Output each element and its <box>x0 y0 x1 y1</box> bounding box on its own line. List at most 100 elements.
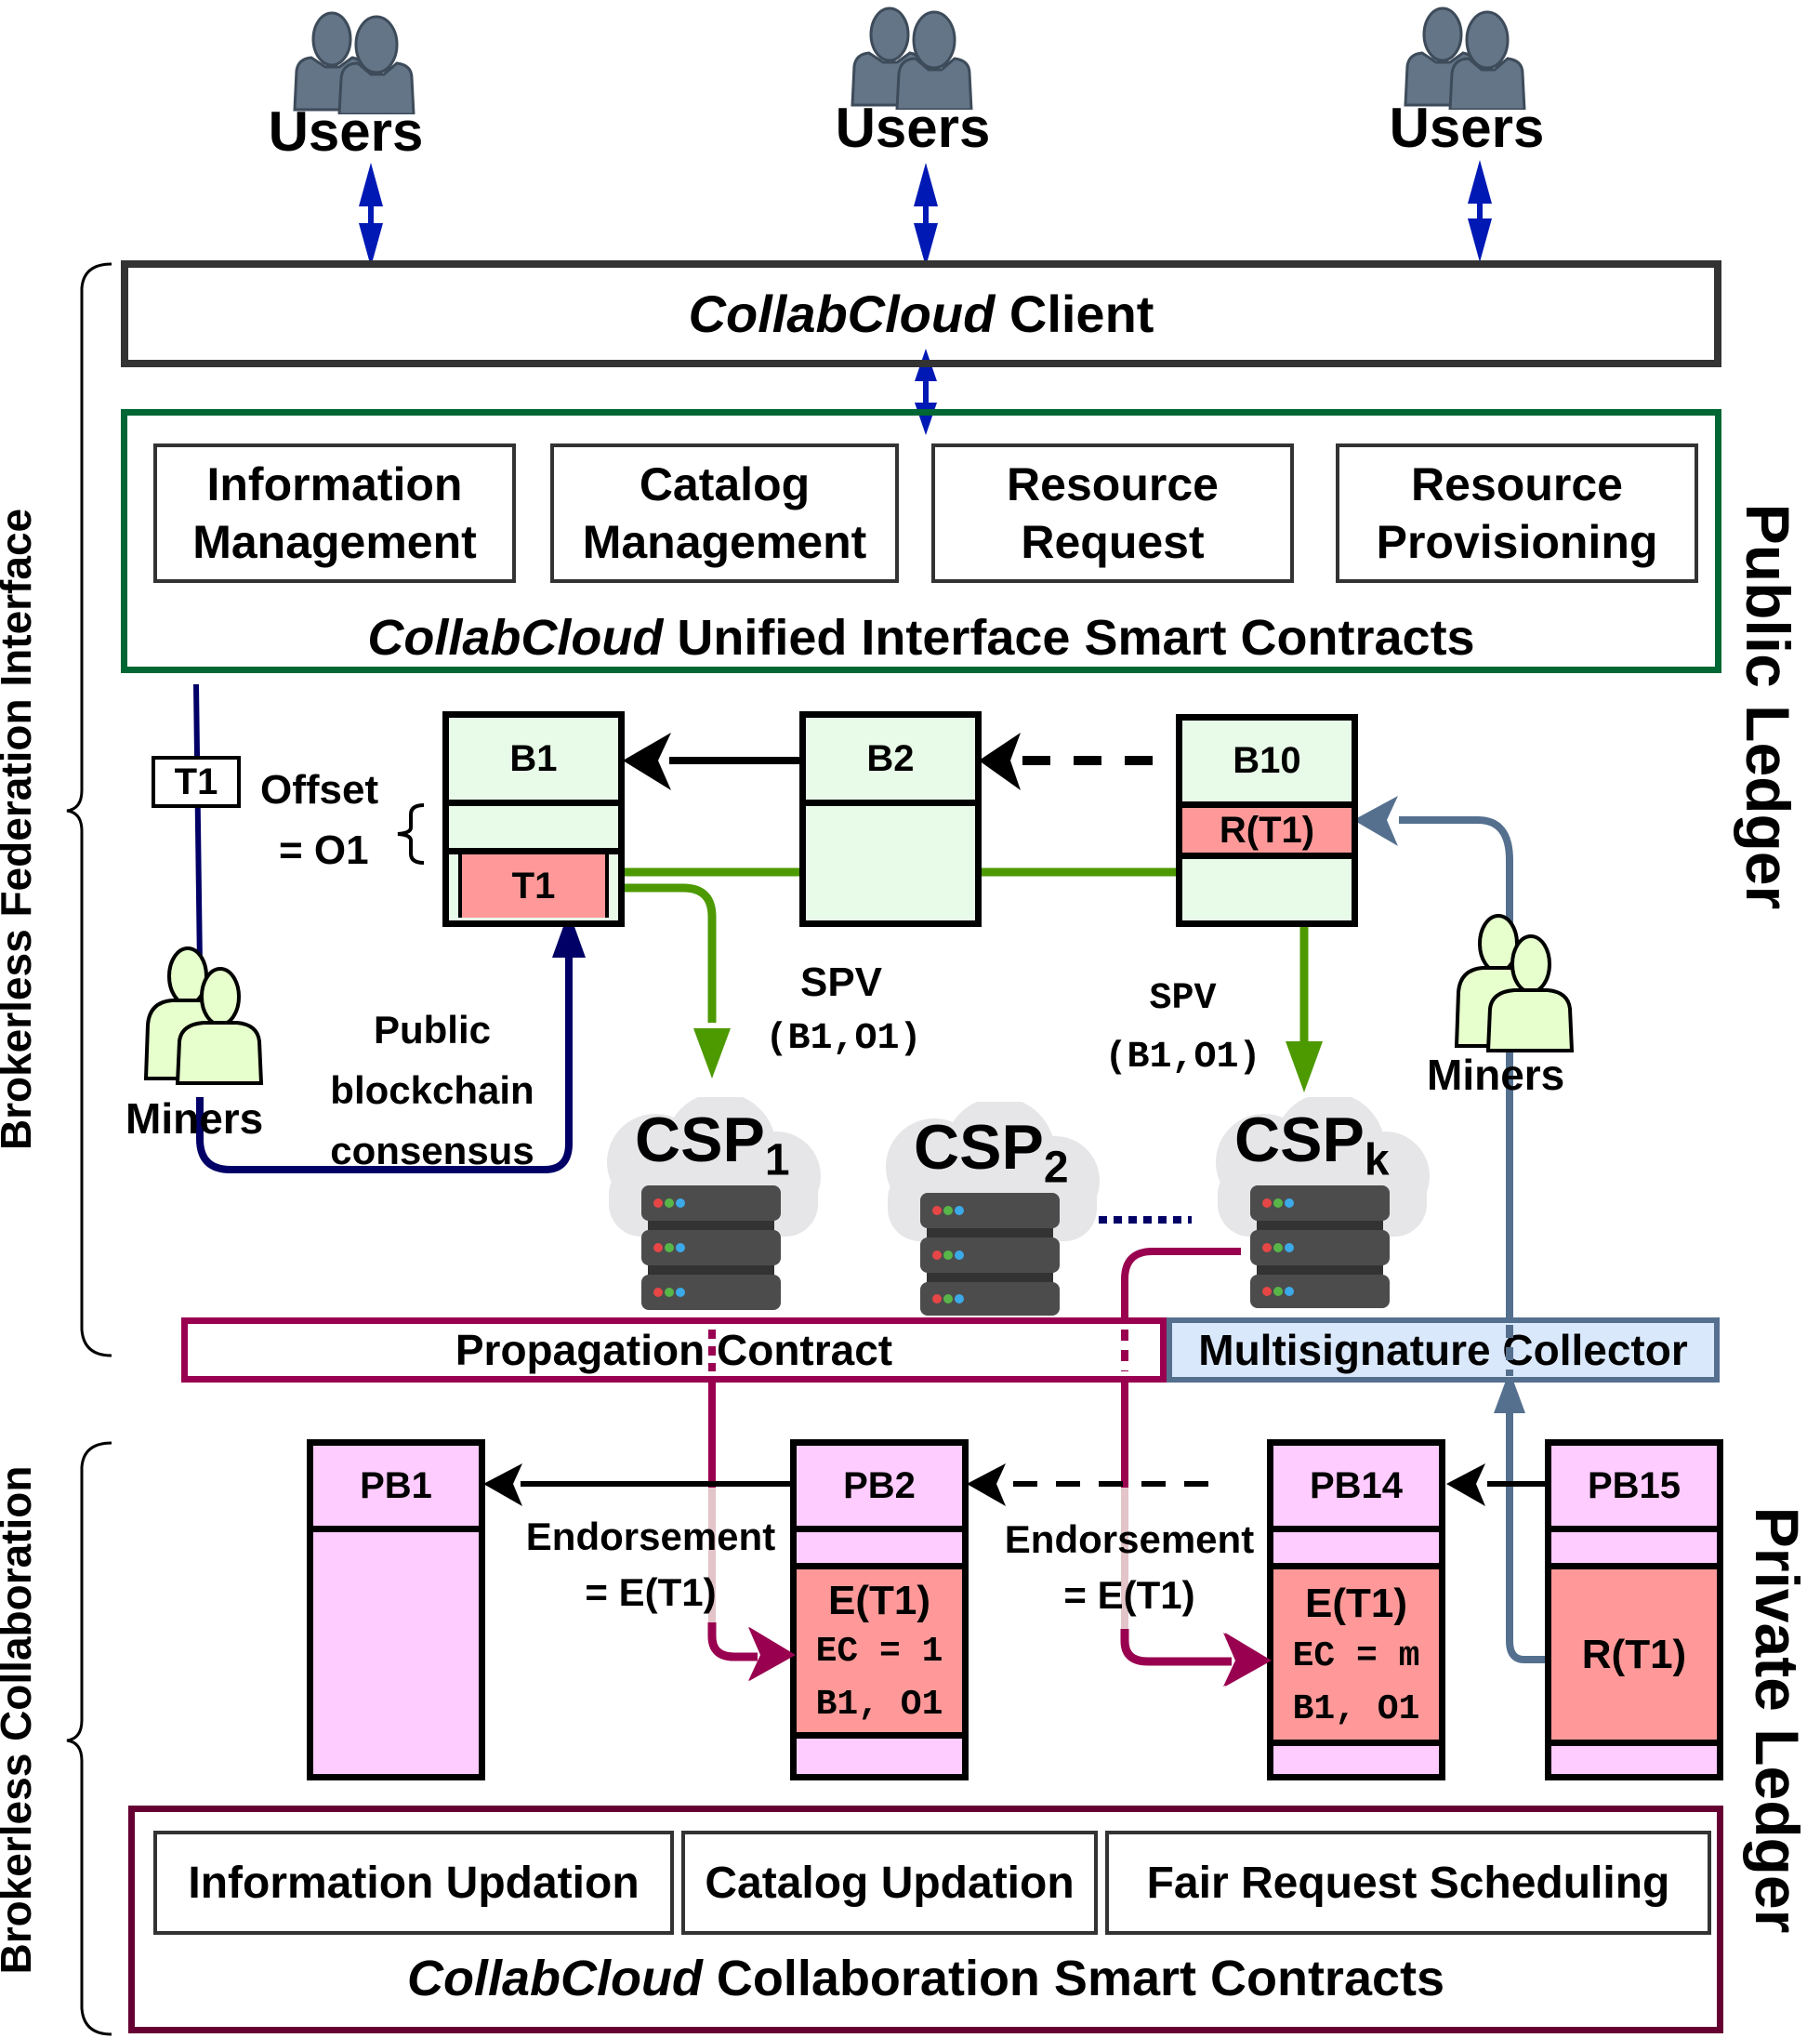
consensus-label: Public blockchain consensus <box>316 999 548 1181</box>
miners-label-right: Miners <box>1427 1051 1565 1099</box>
offset-value: = O1 <box>279 830 369 871</box>
csp-base: CSP <box>635 1105 765 1175</box>
block-header: B10 <box>1182 721 1352 808</box>
private-block-pb15[interactable]: PB15 R(T1) <box>1545 1439 1723 1780</box>
title-italic: CollabCloud <box>367 610 664 666</box>
miners-label-left: Miners <box>125 1094 264 1143</box>
cloud-server-icon <box>607 1097 821 1310</box>
unified-contracts-title: CollabCloud Unified Interface Smart Cont… <box>127 613 1715 663</box>
module-line1: Information <box>206 457 463 510</box>
miners-icon <box>143 946 264 1085</box>
block-tx-t1[interactable]: T1 <box>458 854 609 918</box>
module-line1: Resource <box>1411 457 1623 510</box>
user-arrow-1 <box>359 163 383 267</box>
block-body <box>449 806 618 854</box>
private-block-pb14[interactable]: PB14 E(T1) EC = m B1, O1 <box>1267 1439 1445 1780</box>
csp-label: CSP2 <box>914 1116 1069 1191</box>
module-resource-provisioning[interactable]: Resource Provisioning <box>1336 443 1698 583</box>
block-header: PB14 <box>1273 1446 1439 1532</box>
user-arrow-2 <box>914 163 938 267</box>
pb14-to-pb2-arrow <box>967 1463 1227 1506</box>
b10-to-b2-arrow <box>979 733 1176 790</box>
multisignature-collector[interactable]: Multisignature Collector <box>1167 1317 1720 1383</box>
federation-brace <box>66 262 112 1357</box>
consensus-line: Public <box>373 1008 492 1052</box>
title-rest: Collaboration Smart Contracts <box>702 1951 1445 2006</box>
consensus-path <box>193 683 586 1173</box>
spv-args-1: (B1,O1) <box>765 1018 922 1060</box>
multisig-return-path <box>1353 796 1545 1663</box>
users-label: Users <box>1389 97 1545 159</box>
consensus-line: blockchain <box>330 1068 534 1113</box>
csp-label: CSPk <box>1234 1108 1390 1184</box>
cloud-server-icon <box>886 1102 1100 1316</box>
user-arrow-3 <box>1468 160 1492 262</box>
private-block-pb2[interactable]: PB2 E(T1) EC = 1 B1, O1 <box>790 1439 969 1780</box>
module-information-updation[interactable]: Information Updation <box>153 1831 674 1935</box>
entry-title: E(T1) <box>1305 1580 1407 1626</box>
module-catalog-management[interactable]: Catalog Management <box>550 443 899 583</box>
private-block-pb1[interactable]: PB1 <box>307 1439 485 1780</box>
title-rest: Unified Interface Smart Contracts <box>663 610 1475 666</box>
cloud-server-icon <box>1216 1097 1430 1308</box>
endorsement-label-1: Endorsement <box>525 1515 776 1558</box>
block-offset-ref: B1, O1 <box>815 1684 943 1725</box>
block-body <box>1273 1532 1439 1569</box>
module-resource-request[interactable]: Resource Request <box>931 443 1294 583</box>
users-icon <box>1404 7 1526 110</box>
users-icon <box>293 11 415 114</box>
collaboration-contracts-title: CollabCloud Collaboration Smart Contract… <box>135 1953 1717 2004</box>
module-fair-request-scheduling[interactable]: Fair Request Scheduling <box>1105 1831 1711 1935</box>
csp-base: CSP <box>914 1112 1044 1183</box>
block-header: B1 <box>449 718 618 806</box>
module-line1: Resource <box>1007 457 1219 510</box>
spv-args-2: (B1,O1) <box>1104 1037 1261 1079</box>
spv-arrow-1 <box>623 883 731 1079</box>
module-catalog-updation[interactable]: Catalog Updation <box>681 1831 1098 1935</box>
spv-label-1: SPV <box>799 959 883 1005</box>
block-tx-r-t1[interactable]: R(T1) <box>1182 808 1352 859</box>
block-b2[interactable]: B2 <box>799 711 982 927</box>
csp-label: CSP1 <box>635 1108 790 1184</box>
miners-icon <box>1454 914 1575 1052</box>
offset-label: Offset <box>260 767 379 813</box>
offset-brace-icon <box>397 803 425 865</box>
module-line2: Management <box>192 516 477 568</box>
collabcloud-client[interactable]: CollabCloud Client <box>121 260 1721 367</box>
title-italic: CollabCloud <box>406 1951 703 2006</box>
client-title-rest: Client <box>995 285 1154 343</box>
spv-label-2: SPV <box>1149 978 1217 1020</box>
block-body <box>797 1532 962 1569</box>
pb15-to-pb14-arrow <box>1446 1463 1545 1506</box>
block-header: PB1 <box>313 1446 479 1532</box>
b2-to-b1-arrow <box>623 733 799 790</box>
propagation-contract[interactable]: Propagation Contract <box>181 1317 1167 1383</box>
block-body <box>1551 1532 1717 1569</box>
endorsement-value-2: = E(T1) <box>1063 1573 1195 1617</box>
module-line1: Catalog <box>639 457 811 510</box>
block-header: PB2 <box>797 1446 962 1532</box>
block-b1[interactable]: B1 T1 <box>442 711 625 927</box>
transaction-tag-t1[interactable]: T1 <box>152 756 241 808</box>
collaboration-contracts: Information Updation Catalog Updation Fa… <box>128 1806 1723 2033</box>
endorsement-entry[interactable]: E(T1) EC = m B1, O1 <box>1273 1569 1439 1746</box>
users-label: Users <box>835 97 991 159</box>
module-line2: Management <box>582 516 867 568</box>
module-line2: Request <box>1021 516 1205 568</box>
endorsement-entry[interactable]: E(T1) EC = 1 B1, O1 <box>797 1569 962 1739</box>
csp-sub: 1 <box>764 1135 790 1185</box>
csp-sub: 2 <box>1043 1143 1069 1193</box>
offset-value-text: = O1 <box>279 827 369 873</box>
retrieval-entry[interactable]: R(T1) <box>1551 1569 1717 1746</box>
block-b10[interactable]: B10 R(T1) <box>1176 714 1358 927</box>
consensus-line: consensus <box>330 1129 534 1173</box>
client-title-italic: CollabCloud <box>688 285 996 343</box>
users-label: Users <box>268 100 424 163</box>
block-header: B2 <box>806 718 975 806</box>
unified-interface-contracts: Information Management Catalog Managemen… <box>121 409 1721 673</box>
endorsement-value-1: = E(T1) <box>585 1570 717 1614</box>
collaboration-brace <box>66 1441 112 2036</box>
module-information-management[interactable]: Information Management <box>153 443 516 583</box>
